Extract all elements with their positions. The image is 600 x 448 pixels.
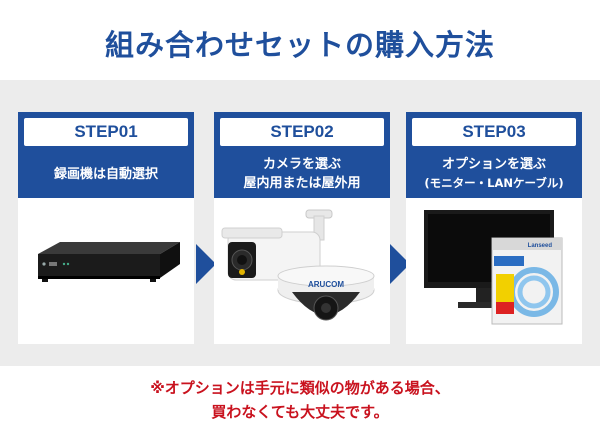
- step-header-2: STEP02 カメラを選ぶ 屋内用または屋外用: [214, 112, 390, 198]
- step-label-1: STEP01: [24, 118, 188, 146]
- step-label-2: STEP02: [220, 118, 384, 146]
- cable-brand-label: Lanseed: [528, 243, 553, 249]
- step-label-3: STEP03: [412, 118, 576, 146]
- step-card-3: STEP03 オプションを選ぶ (モニター・LANケーブル) Lanseed: [406, 112, 582, 344]
- product-image-monitor-cable: Lanseed: [406, 198, 582, 344]
- step-description-line: (モニター・LANケーブル): [424, 176, 564, 190]
- step-description-3: オプションを選ぶ (モニター・LANケーブル): [410, 152, 578, 196]
- step-header-1: STEP01 録画機は自動選択: [18, 112, 194, 198]
- step-description-line: カメラを選ぶ: [262, 157, 341, 172]
- chevron-right-icon: [196, 244, 216, 284]
- note-text: ※オプションは手元に類似の物がある場合、 買わなくても大丈夫です。: [0, 376, 600, 424]
- step-description-2: カメラを選ぶ 屋内用または屋外用: [218, 152, 386, 196]
- step-card-2: STEP02 カメラを選ぶ 屋内用または屋外用 ARUCOM: [214, 112, 390, 344]
- step-header-3: STEP03 オプションを選ぶ (モニター・LANケーブル): [406, 112, 582, 198]
- camera-brand-label: ARUCOM: [308, 280, 344, 289]
- step-description-1: 録画機は自動選択: [22, 152, 190, 196]
- page-title: 組み合わせセットの購入方法: [104, 28, 495, 62]
- chevron-right-icon: [390, 244, 410, 284]
- step-description-line: オプションを選ぶ: [441, 157, 546, 172]
- product-image-recorder: [18, 198, 194, 344]
- note-line-2: 買わなくても大丈夫です。: [211, 403, 389, 421]
- step-description-line: 屋内用または屋外用: [243, 176, 361, 191]
- note-line-1: ※オプションは手元に類似の物がある場合、: [150, 379, 450, 397]
- step-description-line: 録画機は自動選択: [53, 166, 158, 182]
- product-image-cameras: ARUCOM: [214, 198, 390, 344]
- step-card-1: STEP01 録画機は自動選択: [18, 112, 194, 344]
